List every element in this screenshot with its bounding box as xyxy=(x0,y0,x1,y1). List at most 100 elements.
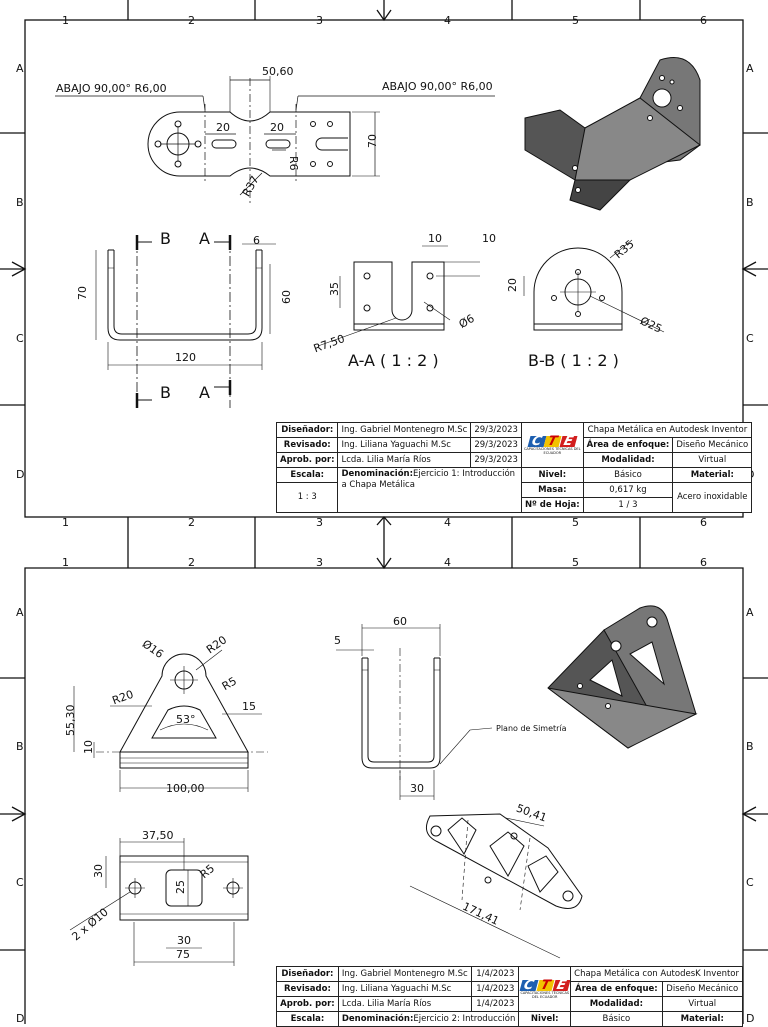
tb-date: 1/4/2023 xyxy=(471,966,520,982)
dim-r6: R6 xyxy=(287,156,300,171)
tb-value: Virtual xyxy=(672,452,753,468)
dim-slot-right: 20 xyxy=(270,121,284,134)
dim-right-bend: ABAJO 90,00° R6,00 xyxy=(382,80,493,93)
section-a-label: A xyxy=(199,383,210,402)
dim-front-width: 120 xyxy=(175,351,196,364)
col-label: 1 xyxy=(62,556,69,569)
dim-d10: 10 xyxy=(82,740,95,754)
row-label: B xyxy=(16,740,24,753)
tb-label: Nivel: xyxy=(518,1011,572,1027)
col-label: 3 xyxy=(316,556,323,569)
dim-d16: Ø16 xyxy=(140,637,166,661)
tb-value: Ing. Gabriel Montenegro M.Sc xyxy=(337,422,472,438)
section-aa-title: A-A ( 1 : 2 ) xyxy=(348,351,439,370)
tb-value: 0,617 kg xyxy=(582,482,674,498)
row-label: C xyxy=(16,332,24,345)
tb-value: Diseño Mecánico xyxy=(672,437,753,453)
row-label: A xyxy=(746,606,754,619)
tb-value: 1 : 3 xyxy=(275,482,339,513)
tb-label: Aprob. por: xyxy=(276,996,339,1012)
section-bb-title: B-B ( 1 : 2 ) xyxy=(528,351,619,370)
dim-left-bend: ABAJO 90,00° R6,00 xyxy=(56,82,167,95)
dim-w100: 100,00 xyxy=(166,782,205,795)
tb-value: 1 / 3 xyxy=(582,497,674,513)
tb-label: Diseñador: xyxy=(276,966,339,982)
row-label: A xyxy=(16,606,24,619)
col-label: 6 xyxy=(700,14,707,27)
cte-logo: C T E CAPACITACIONES TÉCNICAS DEL ECUADO… xyxy=(520,422,584,468)
row-label: B xyxy=(746,740,754,753)
col-label: 5 xyxy=(572,556,579,569)
bracket-side-view xyxy=(73,649,268,792)
col-label: 2 xyxy=(188,556,195,569)
dim-slot-left: 20 xyxy=(216,121,230,134)
tb-label: Diseñador: xyxy=(275,422,339,438)
tb-label: Denominación: xyxy=(341,469,413,479)
symmetry-plane-label: Plano de Simetría xyxy=(496,724,567,733)
row-label: A xyxy=(746,62,754,75)
dim-bb-d25: Ø25 xyxy=(638,314,664,335)
title-block-1: Diseñador: Ing. Gabriel Montenegro M.Sc … xyxy=(275,422,753,513)
row-label: B xyxy=(746,196,754,209)
tb-value: Acero inoxidable xyxy=(672,482,753,513)
dim-aa-d6: Ø6 xyxy=(457,312,477,331)
tb-label: Escala: xyxy=(275,467,339,483)
dim-front-60: 60 xyxy=(280,290,293,304)
col-label: 3 xyxy=(316,14,323,27)
row-label: A xyxy=(16,62,24,75)
row-label: C xyxy=(746,876,754,889)
tb-date: 29/3/2023 xyxy=(470,452,522,468)
tb-label: Nº de Hoja: xyxy=(520,497,584,513)
dim-w60: 60 xyxy=(393,615,407,628)
tb-date: 1/4/2023 xyxy=(471,996,520,1012)
col-label: 6 xyxy=(700,516,707,529)
channel-front-view xyxy=(336,624,493,800)
section-a-label: A xyxy=(199,229,210,248)
dim-aa-r750: R7,50 xyxy=(312,332,347,355)
dim-w30: 30 xyxy=(410,782,424,795)
dim-t5: 5 xyxy=(334,634,341,647)
drawing-sheet-1: 1 2 3 4 5 6 1 2 3 4 5 6 A B C D A B C D xyxy=(0,0,768,530)
tb-value: Lcda. Lilia María Ríos xyxy=(337,452,472,468)
tb-date: 29/3/2023 xyxy=(470,422,522,438)
tb-value: Ing. Gabriel Montenegro M.Sc xyxy=(337,966,473,982)
row-label: B xyxy=(16,196,24,209)
tb-value: Básico xyxy=(582,467,674,483)
col-label: 3 xyxy=(316,516,323,529)
dim-f17141: 171,41 xyxy=(461,900,501,928)
dim-bb-r35: R35 xyxy=(612,237,637,261)
tb-label: Masa: xyxy=(520,482,584,498)
row-label: D xyxy=(746,1012,754,1024)
col-label: 1 xyxy=(62,14,69,27)
tb-label: Revisado: xyxy=(275,437,339,453)
section-b-label: B xyxy=(160,229,171,248)
tb-label: Escala: xyxy=(276,1011,339,1027)
dim-b75: 75 xyxy=(176,948,190,961)
tb-date: 29/3/2023 xyxy=(470,437,522,453)
dim-front-height: 70 xyxy=(76,286,89,300)
col-label: 1 xyxy=(62,516,69,529)
bracket-bottom-view xyxy=(69,838,249,966)
section-bb-view xyxy=(523,239,665,333)
sheet-1-graphics: 1 2 3 4 5 6 1 2 3 4 5 6 A B C D A B C D xyxy=(0,0,768,530)
isometric-view-1 xyxy=(524,57,701,211)
tb-label: Aprob. por: xyxy=(275,452,339,468)
dim-h5530: 55,30 xyxy=(64,705,77,737)
col-label: 2 xyxy=(188,516,195,529)
dim-r20a: R20 xyxy=(204,633,229,656)
dim-br5: R5 xyxy=(198,862,218,881)
tb-label: Revisado: xyxy=(276,981,339,997)
tb-label: Modalidad: xyxy=(570,996,663,1012)
tb-label: Denominación: xyxy=(341,1013,414,1024)
dim-b2x10: 2 x Ø10 xyxy=(69,906,110,944)
flat-pattern-view xyxy=(55,76,495,205)
tb-label: Nivel: xyxy=(520,467,584,483)
logo-subtitle: CAPACITACIONES TÉCNICAS DEL ECUADOR xyxy=(520,990,570,999)
row-label: C xyxy=(746,332,754,345)
tb-value: Ejercicio 1: Introducción a Chapa Metáli… xyxy=(341,469,516,490)
dim-b30b: 30 xyxy=(177,934,191,947)
col-label: 4 xyxy=(444,516,451,529)
tb-label: Material: xyxy=(661,1011,744,1027)
section-b-label: B xyxy=(160,383,171,402)
dim-bb-20: 20 xyxy=(506,278,519,292)
